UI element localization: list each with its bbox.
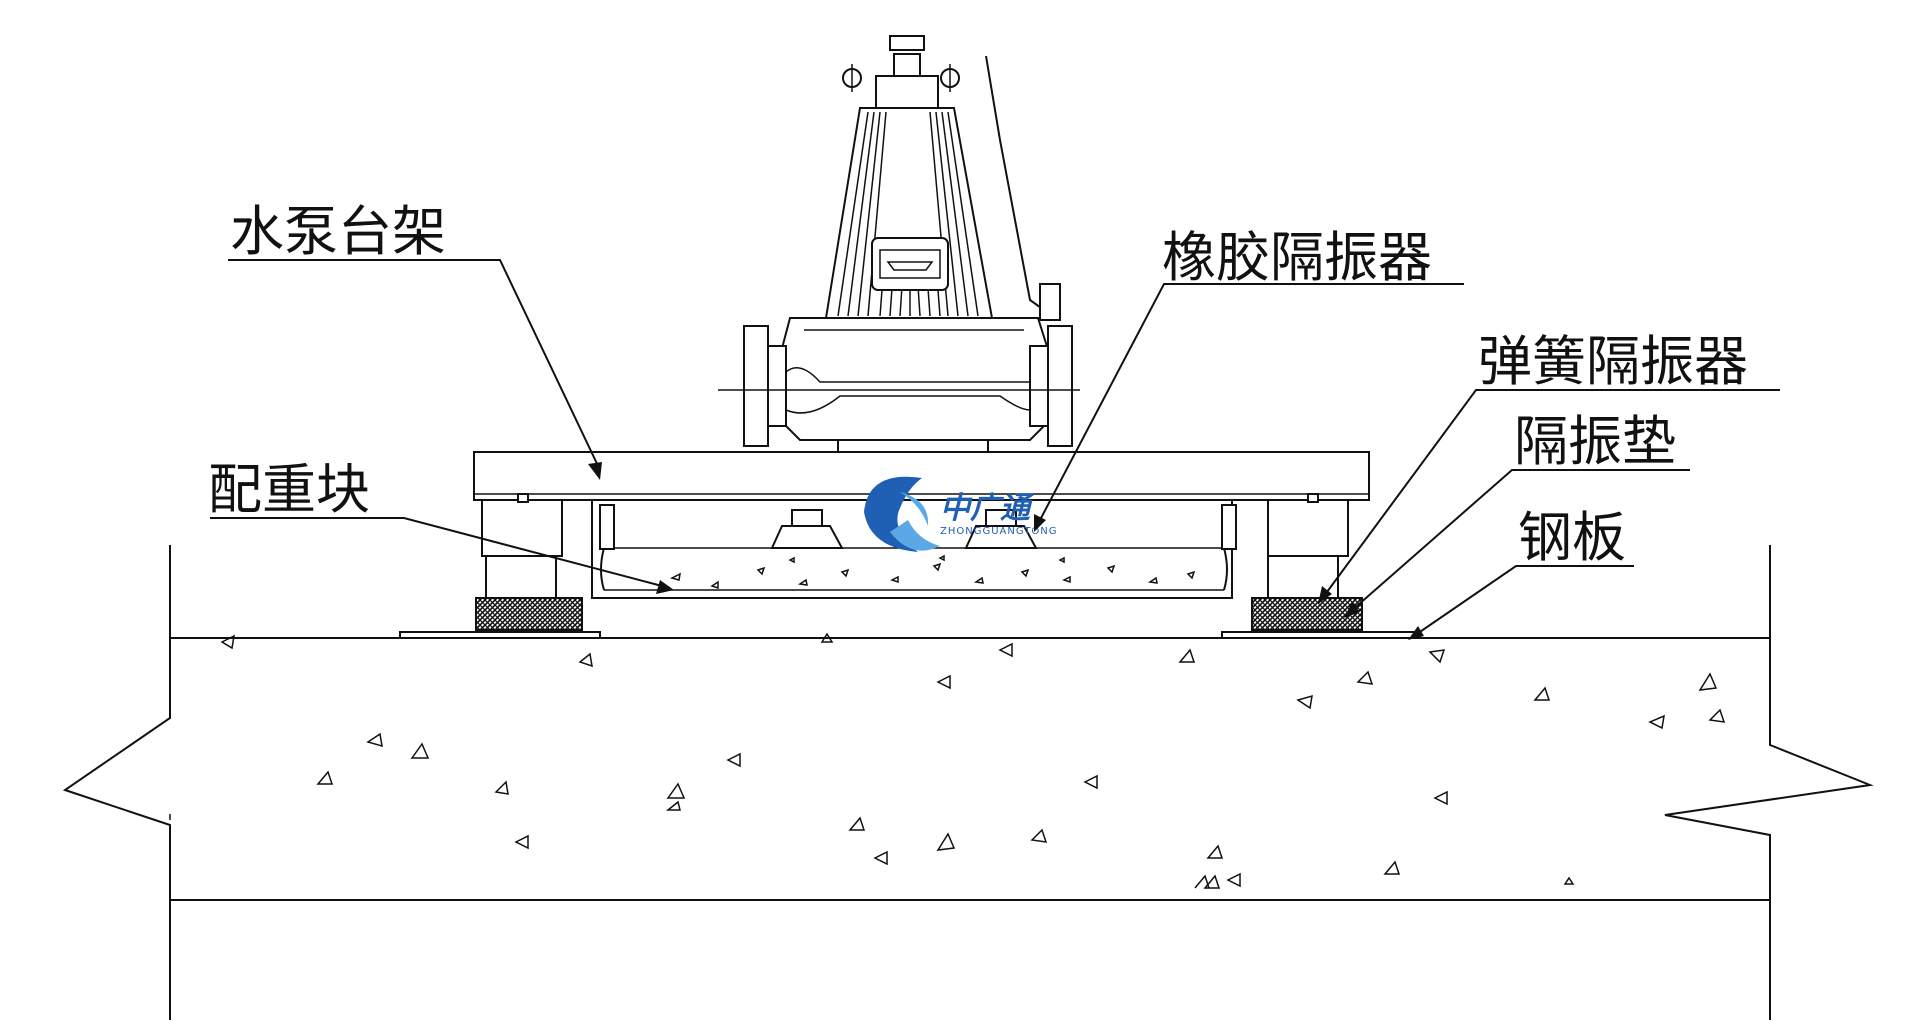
leader-pump-frame — [228, 259, 601, 471]
logo-swirl-icon — [864, 476, 940, 552]
concrete-foundation — [62, 545, 1874, 1020]
aggregate-marks — [169, 632, 1726, 889]
watermark-logo: 中广通 ZHONGGUANGTONG — [864, 476, 1057, 552]
label-isolation-pad: 隔振垫 — [1514, 410, 1676, 473]
isolation-pads — [475, 597, 1363, 631]
label-steel-plate: 钢板 — [1518, 506, 1626, 569]
arrowhead-pump-frame — [588, 462, 602, 480]
label-rubber-isolator: 橡胶隔振器 — [1162, 226, 1432, 289]
leader-lines — [210, 259, 1780, 640]
arrowhead-rubber-isolator — [1034, 514, 1046, 532]
logo-english-text: ZHONGGUANGTONG — [940, 526, 1057, 537]
label-counterweight: 配重块 — [208, 458, 370, 521]
arrowhead-steel-plate — [1408, 626, 1424, 640]
labels: 水泵台架 橡胶隔振器 弹簧隔振器 隔振垫 配重块 钢板 — [208, 200, 1748, 569]
leader-counterweight — [210, 517, 663, 587]
arrowhead-isolation-pad — [1344, 602, 1360, 618]
rubber-isolators — [770, 509, 1038, 549]
leader-rubber-isolator — [1039, 283, 1464, 521]
counterweight-speckles — [669, 554, 1196, 590]
leader-steel-plate — [1413, 565, 1634, 637]
pump-frame — [473, 451, 1370, 503]
arrowhead-spring-isolator — [1318, 586, 1332, 604]
label-pump-frame: 水泵台架 — [230, 200, 446, 263]
logo-chinese-text: 中广通 — [940, 491, 1035, 526]
pump-body — [718, 35, 1080, 453]
label-spring-isolator: 弹簧隔振器 — [1478, 330, 1748, 393]
leader-isolation-pad — [1349, 469, 1690, 613]
leader-spring-isolator — [1323, 389, 1780, 597]
arrowhead-counterweight — [656, 580, 674, 594]
